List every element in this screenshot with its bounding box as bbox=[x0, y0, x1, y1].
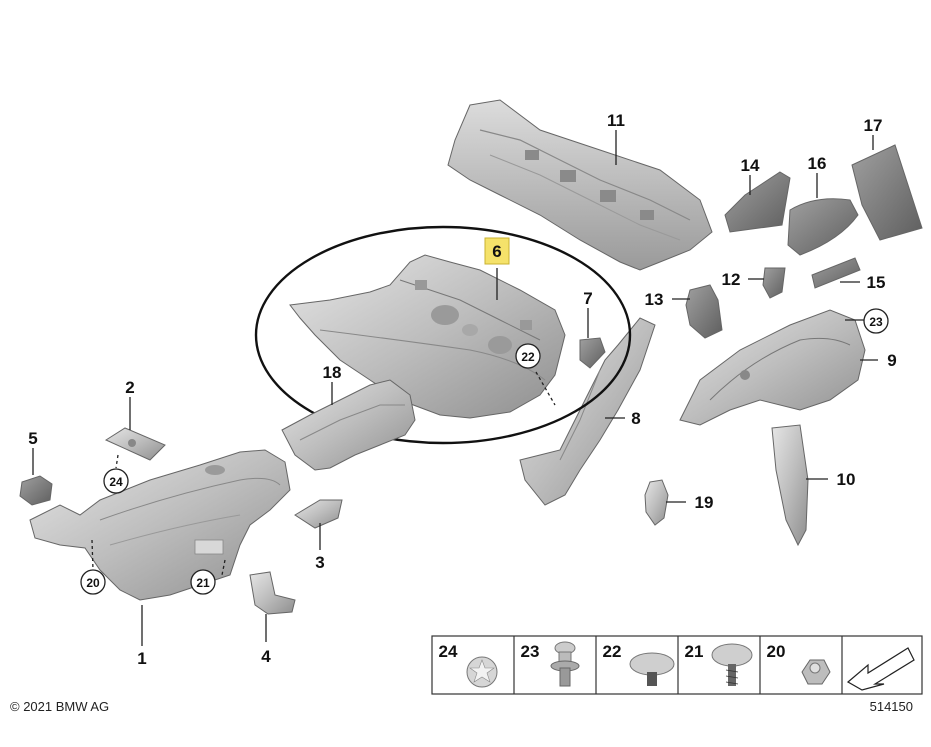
callout-21-circle bbox=[190, 569, 216, 595]
callout-24[interactable]: 24 bbox=[109, 475, 123, 489]
callout-13[interactable]: 13 bbox=[645, 290, 664, 309]
part-7-bracket[interactable] bbox=[579, 337, 606, 369]
callout-4[interactable]: 4 bbox=[261, 647, 271, 666]
callout-10[interactable]: 10 bbox=[837, 470, 856, 489]
legend-label-22: 22 bbox=[603, 642, 622, 661]
part-8-pillar-insulation[interactable] bbox=[519, 317, 656, 506]
part-2-plate[interactable] bbox=[104, 427, 166, 461]
part-17-panel[interactable] bbox=[851, 144, 923, 241]
callout-14[interactable]: 14 bbox=[741, 156, 760, 175]
legend-label-20: 20 bbox=[767, 642, 786, 661]
part-18-heat-shield[interactable] bbox=[281, 379, 416, 471]
callout-9[interactable]: 9 bbox=[887, 351, 896, 370]
fastener-20-icon bbox=[801, 659, 831, 685]
legend-label-23: 23 bbox=[521, 642, 540, 661]
part-12-bracket[interactable] bbox=[762, 267, 786, 299]
part-4-bracket[interactable] bbox=[249, 571, 296, 615]
part-11-insulation[interactable] bbox=[447, 99, 713, 271]
callout-7[interactable]: 7 bbox=[583, 289, 592, 308]
fastener-23-icon bbox=[550, 641, 580, 687]
part-16-pad[interactable] bbox=[787, 198, 859, 256]
fastener-21-icon bbox=[711, 643, 753, 686]
callout-8[interactable]: 8 bbox=[631, 409, 640, 428]
part-6-bulkhead-insulation[interactable] bbox=[289, 254, 566, 419]
arrow-symbol-icon bbox=[846, 647, 915, 691]
highlight-ellipse bbox=[254, 225, 632, 445]
diagram-number: 514150 bbox=[870, 699, 913, 714]
callout-3[interactable]: 3 bbox=[315, 553, 324, 572]
part-9-wheelhouse-insulation[interactable] bbox=[679, 309, 866, 426]
fastener-22-icon bbox=[629, 652, 675, 686]
part-3-bracket[interactable] bbox=[294, 499, 343, 529]
callout-1[interactable]: 1 bbox=[137, 649, 146, 668]
callout-17[interactable]: 17 bbox=[864, 116, 883, 135]
callout-22-circle bbox=[515, 343, 541, 369]
part-10-pillar-pad[interactable] bbox=[771, 424, 809, 547]
callout-22[interactable]: 22 bbox=[521, 350, 535, 364]
part-15-strip[interactable] bbox=[811, 257, 861, 289]
callout-21[interactable]: 21 bbox=[196, 576, 210, 590]
part-19-clip[interactable] bbox=[644, 479, 669, 526]
copyright-text: © 2021 BMW AG bbox=[10, 699, 109, 714]
callout-18[interactable]: 18 bbox=[323, 363, 342, 382]
legend-label-21: 21 bbox=[685, 642, 704, 661]
part-5-grommet[interactable] bbox=[19, 475, 53, 506]
part-14-pad[interactable] bbox=[724, 171, 791, 233]
callout-6[interactable]: 6 bbox=[492, 242, 501, 261]
callout-12[interactable]: 12 bbox=[722, 270, 741, 289]
callout-24-circle bbox=[103, 468, 129, 494]
callout-20-circle bbox=[80, 569, 106, 595]
fastener-24-icon bbox=[466, 656, 498, 688]
part-13-block[interactable] bbox=[685, 284, 723, 339]
callout-20[interactable]: 20 bbox=[86, 576, 100, 590]
callout-23[interactable]: 23 bbox=[869, 315, 883, 329]
callout-6-highlight bbox=[484, 237, 510, 265]
fastener-legend: 24 23 22 21 20 bbox=[431, 635, 923, 695]
callout-23-circle bbox=[863, 308, 889, 334]
callout-16[interactable]: 16 bbox=[808, 154, 827, 173]
callout-15[interactable]: 15 bbox=[867, 273, 886, 292]
callout-11[interactable]: 11 bbox=[607, 111, 625, 130]
callout-2[interactable]: 2 bbox=[125, 378, 134, 397]
callout-5[interactable]: 5 bbox=[28, 429, 37, 448]
callout-19[interactable]: 19 bbox=[695, 493, 714, 512]
legend-label-24: 24 bbox=[439, 642, 458, 661]
